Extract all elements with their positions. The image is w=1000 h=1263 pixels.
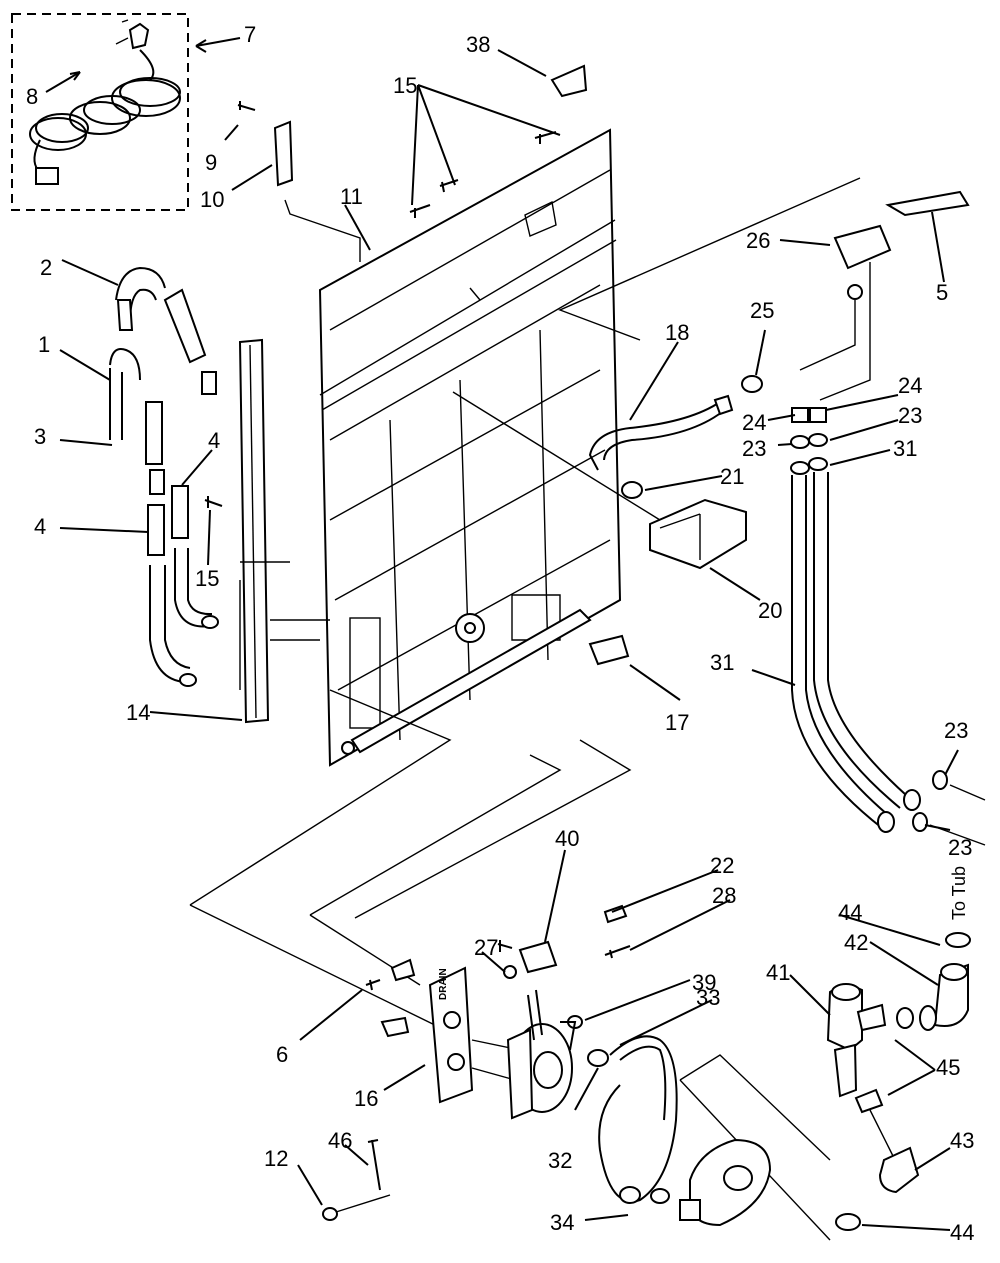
label-42: 42 (844, 930, 868, 955)
inset-dashed-box (11, 13, 189, 211)
label-1: 1 (38, 332, 50, 357)
label-4-right: 4 (208, 428, 220, 453)
label-44-bottom: 44 (950, 1220, 974, 1245)
label-11: 11 (340, 184, 363, 209)
pump-bracket (428, 966, 474, 1104)
label-45: 45 (936, 1055, 960, 1080)
bottom-screws (322, 1139, 391, 1221)
label-10: 10 (200, 187, 224, 212)
label-6: 6 (276, 1042, 288, 1067)
label-22: 22 (710, 853, 734, 878)
label-28: 28 (712, 883, 736, 908)
label-26: 26 (746, 228, 770, 253)
label-21: 21 (720, 464, 744, 489)
label-4-left: 4 (34, 514, 46, 539)
label-33: 33 (696, 985, 720, 1010)
label-23-bottom: 23 (948, 835, 972, 860)
label-31-top: 31 (893, 436, 917, 461)
part-5-bracket (885, 190, 970, 217)
label-2: 2 (40, 255, 52, 280)
label-25: 25 (750, 298, 774, 323)
label-23-lower: 23 (944, 718, 968, 743)
label-46: 46 (328, 1128, 352, 1153)
drain-connector: To Tub (826, 866, 971, 1231)
label-17: 17 (665, 710, 689, 735)
label-16: 16 (354, 1086, 378, 1111)
part-38-clip (550, 64, 588, 98)
water-inlet-assembly (588, 375, 763, 570)
label-43: 43 (950, 1128, 974, 1153)
label-18: 18 (665, 320, 689, 345)
label-40: 40 (555, 826, 579, 851)
to-tub-text: To Tub (949, 866, 969, 920)
leader-lines (45, 37, 959, 1231)
clip-bracket (237, 101, 361, 262)
label-24-left: 24 (742, 410, 766, 435)
label-41: 41 (766, 960, 790, 985)
label-12: 12 (264, 1146, 288, 1171)
label-44-top: 44 (838, 900, 862, 925)
label-5: 5 (936, 280, 948, 305)
label-20: 20 (758, 598, 782, 623)
label-14: 14 (126, 700, 150, 725)
power-cord-inset (11, 13, 189, 211)
label-24-right: 24 (898, 373, 922, 398)
label-34: 34 (550, 1210, 574, 1235)
label-15-top: 15 (393, 73, 417, 98)
label-32: 32 (548, 1148, 572, 1173)
label-8: 8 (26, 84, 38, 109)
drain-text: DRAIN (438, 968, 449, 1000)
label-31-bottom: 31 (710, 650, 734, 675)
part-labels: 7 8 9 10 11 15 38 2 1 3 4 4 15 14 18 25 … (26, 22, 974, 1245)
side-rail (238, 338, 270, 724)
label-38: 38 (466, 32, 490, 57)
pump-assembly: DRAIN (365, 904, 631, 1120)
label-7: 7 (244, 22, 256, 47)
label-9: 9 (205, 150, 217, 175)
pump-hose (587, 1035, 772, 1227)
drain-hoses (109, 266, 219, 687)
fill-hoses (790, 407, 986, 846)
rear-panel (318, 128, 622, 767)
label-27: 27 (474, 935, 498, 960)
label-23-right: 23 (898, 403, 922, 428)
label-3: 3 (34, 424, 46, 449)
part-17-grommet (588, 634, 630, 666)
water-level-switch (799, 224, 892, 401)
label-23-left: 23 (742, 436, 766, 461)
cord-plug (128, 22, 150, 50)
cord-connector (35, 167, 59, 185)
label-39: 39 (692, 970, 716, 995)
label-15-mid: 15 (195, 566, 219, 591)
